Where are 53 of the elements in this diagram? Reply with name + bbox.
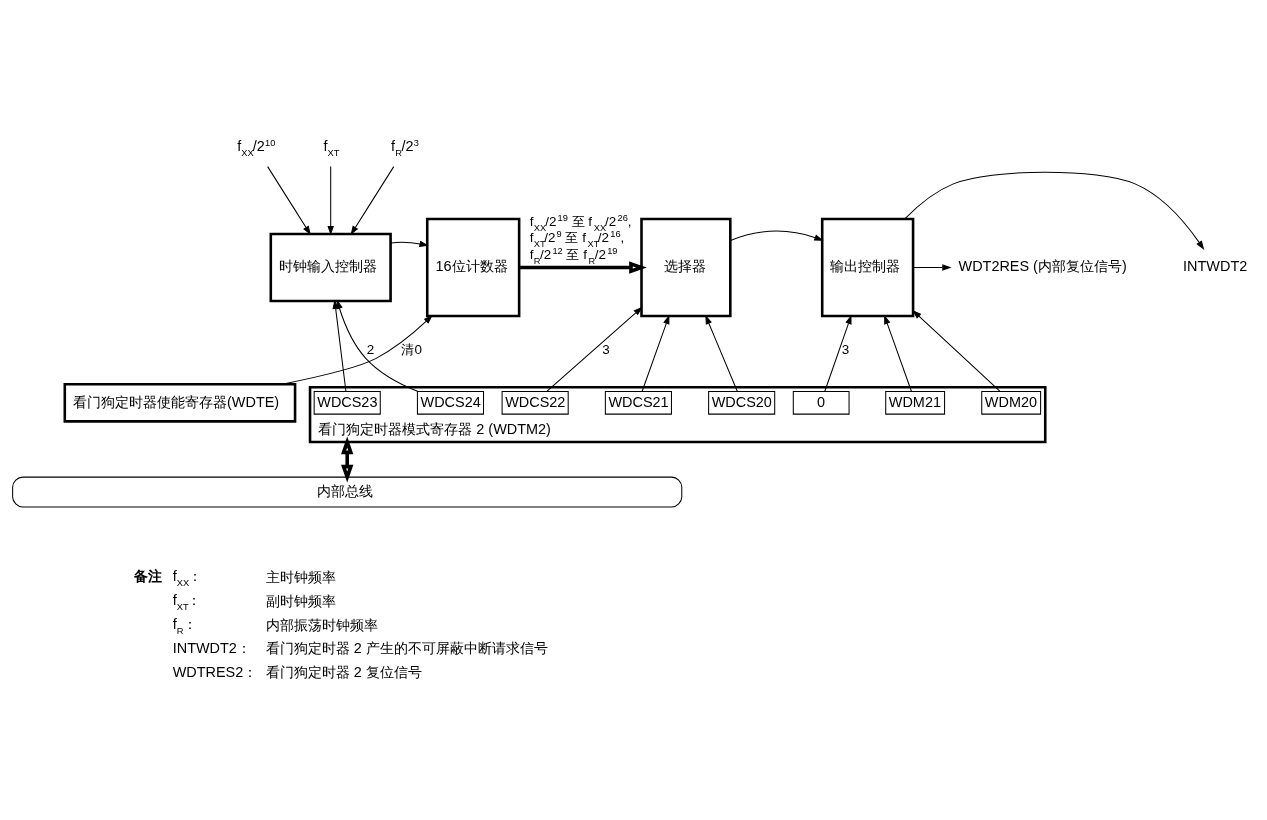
label: 副时钟频率 bbox=[265, 592, 336, 609]
arrow bbox=[641, 314, 670, 392]
node-box: 16位计数器 bbox=[425, 217, 521, 318]
node-box: 时钟输入控制器 bbox=[269, 232, 392, 303]
label: 主时钟频率 bbox=[265, 569, 336, 586]
node-box: WDCS24 bbox=[416, 390, 485, 415]
arrow bbox=[730, 230, 824, 241]
arrow bbox=[912, 264, 952, 271]
node-box: 输出控制器 bbox=[820, 217, 915, 318]
node-box: WDCS22 bbox=[501, 390, 569, 415]
node-text: f$_{R}$/2$^{3}$ bbox=[391, 137, 419, 158]
node-box: 看门狗定时器使能寄存器(WDTE) bbox=[63, 382, 297, 423]
node-text: INTWDT2 bbox=[1183, 258, 1248, 275]
arrow bbox=[824, 314, 852, 392]
node-text: f$_{XT}$ bbox=[323, 137, 340, 158]
cluster bbox=[308, 386, 1047, 444]
node-text: f$_{XX}$/2$^{10}$ bbox=[237, 137, 276, 158]
node-box: WDCS20 bbox=[708, 390, 776, 415]
edge-label: 2 bbox=[366, 341, 375, 357]
arrow bbox=[546, 306, 643, 392]
label: INTWDT2： bbox=[172, 640, 251, 657]
edge-label: 3 bbox=[841, 341, 850, 357]
label: 看门狗定时器 2 复位信号 bbox=[265, 664, 422, 681]
arrow bbox=[281, 315, 433, 385]
arrow bbox=[519, 261, 647, 274]
node-box: WDCS21 bbox=[604, 390, 672, 415]
label: 看门狗定时器 2 产生的不可屏蔽中断请求信号 bbox=[265, 640, 548, 657]
arrow bbox=[350, 166, 395, 235]
node-box: WDM20 bbox=[981, 390, 1042, 415]
arrow bbox=[341, 436, 354, 483]
edge-label: 清0 bbox=[401, 341, 422, 357]
edge-label: 3 bbox=[602, 341, 610, 357]
node-box: WDCS23 bbox=[313, 390, 381, 415]
arrow bbox=[327, 166, 334, 236]
node-text: WDT2RES (内部复位信号) bbox=[958, 258, 1127, 275]
edge-label: f$_{XX}$/2$^{19}$ 至 f$_{XX}$/2$^{26}$, f$_{XT}$/2$^{9}$ 至 f$_{XT}$/2$^{16}$, f$_{R}$/2$^{12}$ 至 f$_{R}$/2$^{19}$ bbox=[529, 212, 632, 266]
label: WDTRES2： bbox=[172, 664, 258, 681]
arrow bbox=[705, 314, 738, 392]
arrow bbox=[904, 171, 1205, 250]
label: f$_{XT}$： bbox=[172, 591, 202, 612]
arrow bbox=[267, 166, 311, 235]
label: 内部振荡时钟频率 bbox=[265, 616, 378, 633]
label: 备注 bbox=[134, 568, 163, 585]
arrow bbox=[390, 240, 429, 248]
arrow bbox=[884, 314, 912, 392]
label: f$_{XX}$： bbox=[172, 568, 203, 589]
node-label: 看门狗定时器模式寄存器 2 (WDTM2) bbox=[318, 420, 551, 437]
node-box: WDM21 bbox=[885, 390, 946, 415]
node-box: 内部总线 bbox=[12, 476, 683, 508]
node-box: 选择器 bbox=[640, 217, 732, 318]
label: f$_{R}$： bbox=[172, 615, 198, 636]
arrow bbox=[912, 310, 1001, 392]
node-box: 0 bbox=[792, 390, 850, 415]
